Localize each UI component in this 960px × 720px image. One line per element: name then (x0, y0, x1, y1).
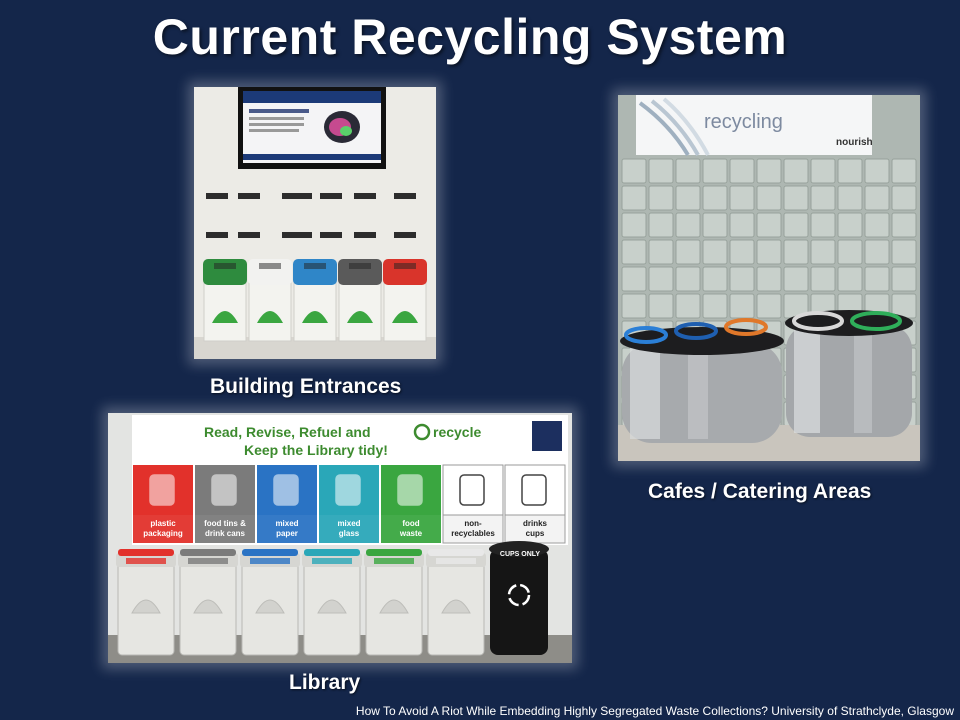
entrance-bin (248, 259, 292, 342)
category-label-bottom: packaging (143, 529, 183, 538)
cups-bin-label: CUPS ONLY (500, 551, 541, 558)
category-label-top: food (402, 519, 419, 528)
category-label-bottom: recyclables (451, 529, 495, 538)
library-bin (364, 549, 424, 656)
category-label-bottom: drink cans (205, 529, 246, 538)
slide-footer: How To Avoid A Riot While Embedding High… (355, 704, 954, 718)
entrance-bin (293, 259, 337, 342)
building-entrances-caption: Building Entrances (210, 375, 402, 398)
entrance-bin (338, 259, 382, 342)
library-banner-recycle: recycle (433, 424, 481, 440)
category-label-top: non- (464, 519, 482, 528)
cafe-bin-lid (724, 318, 768, 336)
building-entrances-photo (194, 87, 436, 359)
entrance-bin (203, 259, 247, 342)
library-category-panel: food tins &drink cans (195, 465, 255, 543)
library-caption: Library (289, 671, 361, 694)
library-bin (302, 549, 362, 656)
recycle-symbol-icon (507, 583, 531, 607)
category-label-top: mixed (337, 519, 360, 528)
category-label-bottom: glass (339, 529, 360, 538)
nourish-brand-text: nourish (836, 137, 873, 148)
cafe-bin-lid (792, 311, 844, 331)
category-label-bottom: cups (526, 529, 545, 538)
cafe-bin-lid (850, 311, 902, 331)
library-bin (426, 549, 486, 656)
entrance-bin (383, 259, 427, 342)
library-bin: CUPS ONLY (489, 541, 549, 655)
slide-title: Current Recycling System (152, 9, 788, 65)
library-photo: Read, Revise, Refuel and recycle Keep th… (108, 413, 572, 663)
category-label-top: drinks (523, 519, 548, 528)
library-bin (116, 549, 176, 656)
library-bin (240, 549, 300, 656)
library-category-panel: non-recyclables (442, 464, 504, 544)
cafe-bin-lid (674, 322, 718, 340)
library-banner-line2: Keep the Library tidy! (244, 442, 388, 458)
category-label-bottom: waste (399, 529, 423, 538)
cafes-photo: recycling nourish (618, 95, 920, 461)
category-label-top: mixed (275, 519, 298, 528)
recycle-arrow-icon (413, 423, 431, 441)
strathclyde-logo (532, 421, 562, 451)
category-label-bottom: paper (276, 529, 298, 538)
category-label-top: food tins & (204, 519, 246, 528)
library-bin (178, 549, 238, 656)
recycling-sign-text: recycling (704, 111, 783, 133)
library-banner-line1: Read, Revise, Refuel and (204, 424, 371, 440)
cafe-bin-lid (624, 326, 668, 344)
category-label-top: plastic (150, 519, 176, 528)
cafes-caption: Cafes / Catering Areas (648, 480, 872, 503)
